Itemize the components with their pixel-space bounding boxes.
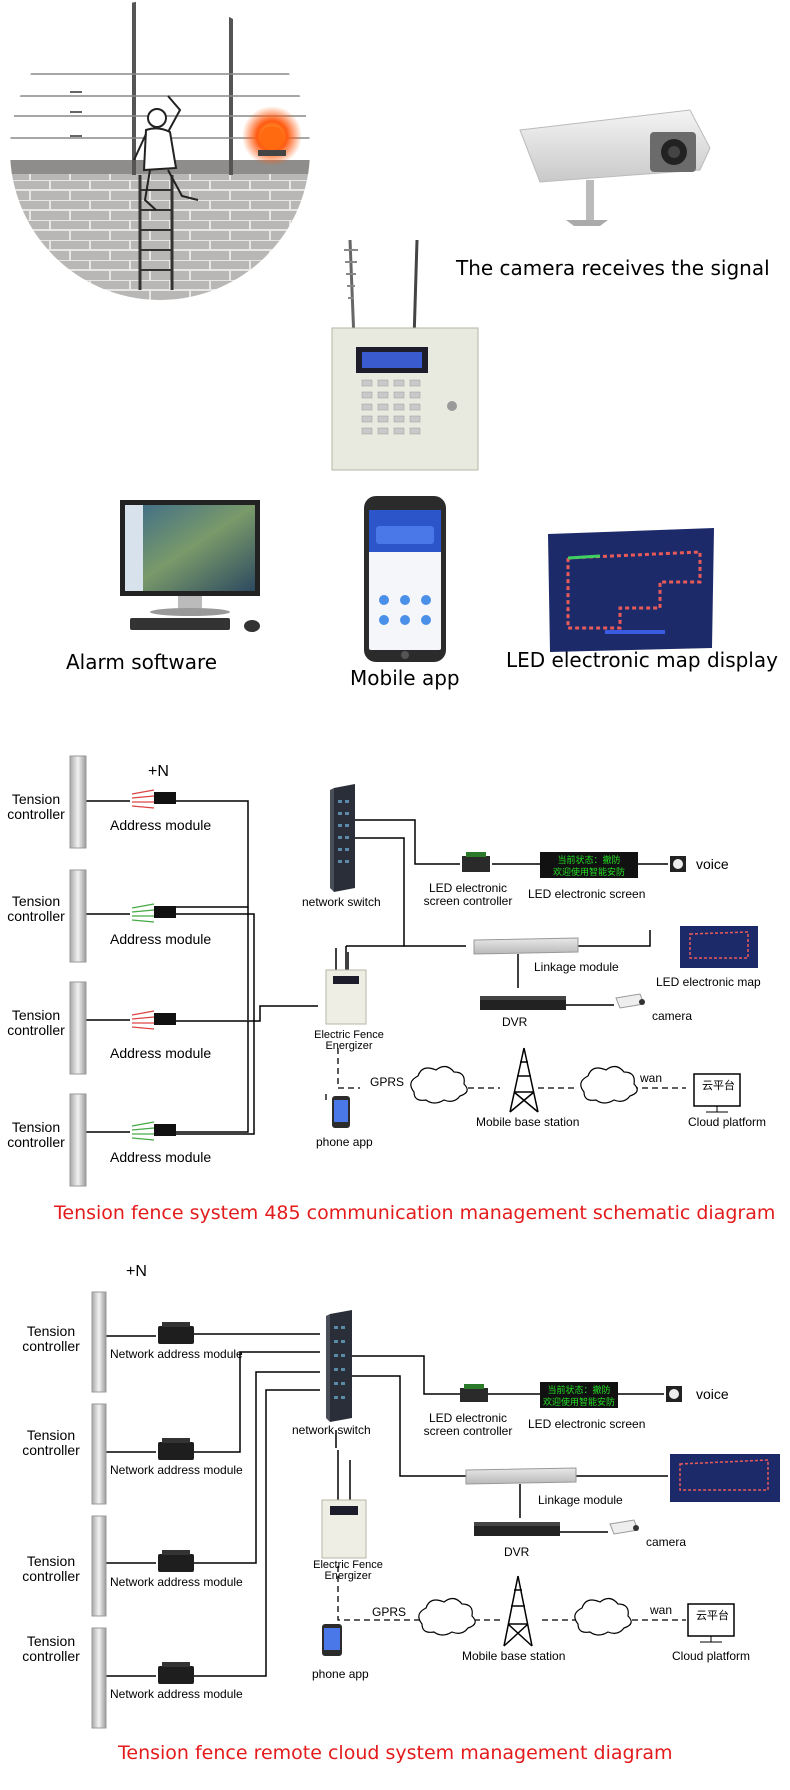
- d2-plus-n: +N: [126, 1263, 147, 1280]
- d2-camera-label: camera: [646, 1535, 687, 1549]
- d1-address-module-3: Address module: [110, 1045, 212, 1061]
- speaker-icon-2: [666, 1386, 682, 1402]
- surveillance-camera-icon: [519, 109, 711, 226]
- d2-base-station-label: Mobile base station: [462, 1649, 566, 1663]
- d1-dvr-label: DVR: [502, 1015, 528, 1029]
- network-switch-icon-2: [326, 1310, 352, 1422]
- d1-address-module-4: Address module: [110, 1149, 212, 1165]
- d1-led-screen-label: LED electronic screen: [528, 887, 646, 901]
- led-screen-line-2: 欢迎使用智能安防: [553, 866, 625, 878]
- d2-gprs-label: GPRS: [372, 1605, 407, 1619]
- tower-icon-2: [503, 1575, 533, 1647]
- led-controller-icon-2: [460, 1384, 488, 1402]
- led-screen-icon: 当前状态：撤防 欢迎使用智能安防: [540, 852, 638, 878]
- d1-address-module-1: Address module: [110, 817, 212, 833]
- d2-controller-label-4: Tension controller: [22, 1633, 80, 1664]
- d2-net-module-2: Network address module: [110, 1463, 243, 1477]
- d1-phone-app-label: phone app: [316, 1135, 373, 1149]
- d2-cloud-platform-label: Cloud platform: [672, 1649, 751, 1663]
- led-controller-icon: [462, 852, 490, 872]
- d2-title: Tension fence remote cloud system manage…: [118, 1742, 673, 1764]
- d1-controller-label-4: Tension controller: [7, 1119, 65, 1150]
- energizer-icon: [325, 969, 367, 1025]
- d2-dvr-label: DVR: [504, 1545, 530, 1559]
- d2-led-screen-label: LED electronic screen: [528, 1417, 646, 1431]
- network-switch-icon: [330, 784, 355, 892]
- d1-wan-label: wan: [640, 1071, 663, 1085]
- led-map-icon-2: [670, 1454, 780, 1502]
- d2-voice-label: voice: [696, 1386, 729, 1402]
- d1-network-switch-label: network switch: [302, 895, 381, 909]
- energizer-icon-2: [321, 1499, 367, 1559]
- d2-net-module-4: Network address module: [110, 1687, 243, 1701]
- intruder-scene: [10, 0, 310, 300]
- d1-cloud-platform-label: Cloud platform: [688, 1115, 767, 1129]
- d1-energizer-label: Electric Fence Energizer: [314, 1029, 384, 1052]
- d1-voice-label: voice: [696, 856, 729, 872]
- led-screen-line-2b: 欢迎使用智能安防: [543, 1396, 615, 1408]
- d1-base-station-label: Mobile base station: [476, 1115, 580, 1129]
- d2-net-module-3: Network address module: [110, 1575, 243, 1589]
- d1-camera-label: camera: [652, 1009, 693, 1023]
- speaker-icon: [670, 856, 686, 872]
- network-address-module-icon: [158, 1322, 194, 1684]
- camera-icon: [615, 993, 645, 1009]
- phone-icon: [332, 1096, 350, 1128]
- d1-controller-label-3: Tension controller: [7, 1007, 65, 1038]
- d2-cloud-badge: 云平台: [696, 1610, 729, 1622]
- d2-phone-app-label: phone app: [312, 1667, 369, 1681]
- d1-plus-n: +N: [148, 763, 169, 780]
- address-module-connector: [131, 789, 176, 1141]
- d1-title: Tension fence system 485 communication m…: [54, 1202, 776, 1224]
- d2-linkage-module-label: Linkage module: [538, 1493, 623, 1507]
- d2-controller-label-2: Tension controller: [22, 1427, 80, 1458]
- led-screen-line-1: 当前状态：撤防: [557, 854, 620, 866]
- d1-address-module-2: Address module: [110, 931, 212, 947]
- phone-icon-2: [322, 1624, 342, 1656]
- d1-led-map-label: LED electronic map: [656, 975, 761, 989]
- led-map-board-icon: [548, 528, 714, 652]
- d2-controller-label-3: Tension controller: [22, 1553, 80, 1584]
- energizer-host-icon: [331, 239, 479, 471]
- tension-controller-pole-2: [91, 1291, 107, 1729]
- led-map-icon: [680, 926, 758, 968]
- tower-icon: [509, 1047, 539, 1113]
- led-screen-icon-2: 当前状态：撤防 欢迎使用智能安防: [540, 1382, 618, 1408]
- d2-led-controller-label: LED electronic screen controller: [423, 1411, 513, 1438]
- d1-controller-label-2: Tension controller: [7, 893, 65, 924]
- dvr-icon: [480, 996, 566, 1010]
- cloud-icon: [410, 1065, 638, 1104]
- d1-gprs-label: GPRS: [370, 1075, 405, 1089]
- d1-linkage-module-label: Linkage module: [534, 960, 619, 974]
- tension-controller-pole: [69, 755, 87, 1187]
- d2-net-module-1: Network address module: [110, 1347, 243, 1361]
- d1-controller-label-1: Tension controller: [7, 791, 65, 822]
- led-screen-line-1b: 当前状态：撤防: [547, 1384, 610, 1396]
- d2-network-switch-label: network switch: [292, 1423, 371, 1437]
- led-map-display-caption: LED electronic map display: [506, 648, 778, 672]
- d1-cloud-badge: 云平台: [702, 1080, 735, 1092]
- d1-led-controller-label: LED electronic screen controller: [423, 881, 513, 908]
- alarm-software-caption: Alarm software: [66, 650, 218, 674]
- mobile-phone-icon: [364, 496, 446, 662]
- d2-energizer-label: Electric Fence Energizer: [313, 1559, 383, 1582]
- d2-wan-label: wan: [650, 1603, 673, 1617]
- cloud-icon-2: [418, 1597, 632, 1636]
- linkage-module-icon-2: [465, 1467, 577, 1485]
- dvr-icon-2: [474, 1522, 560, 1536]
- computer-monitor-icon: [120, 500, 260, 632]
- top-illustrations: [10, 0, 714, 662]
- d2-controller-label-1: Tension controller: [22, 1323, 80, 1354]
- linkage-module-icon: [473, 937, 579, 955]
- camera-icon-2: [609, 1519, 639, 1535]
- mobile-app-caption: Mobile app: [350, 666, 460, 690]
- camera-caption: The camera receives the signal: [456, 256, 770, 280]
